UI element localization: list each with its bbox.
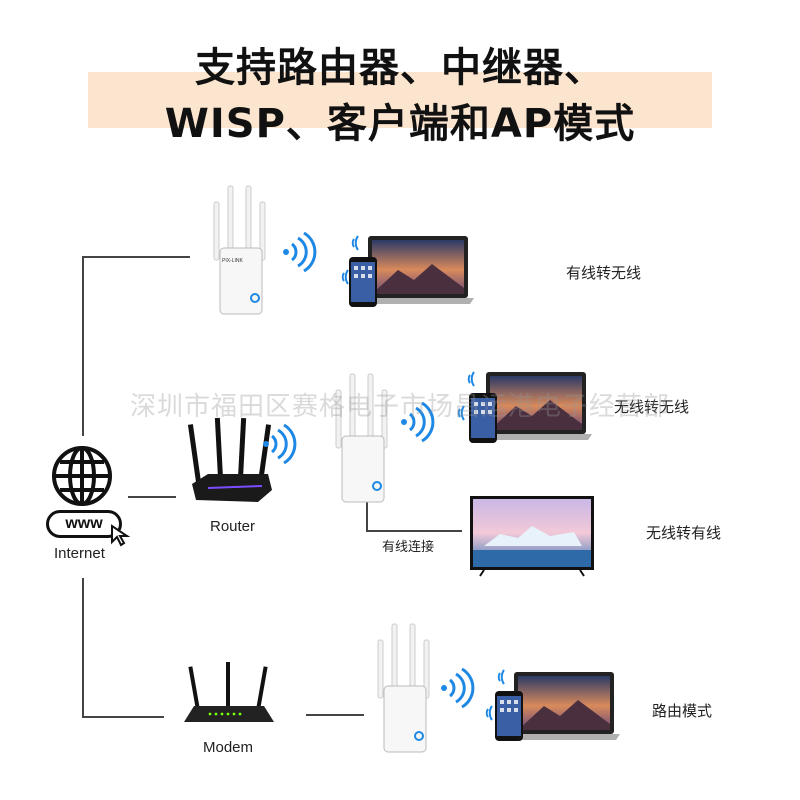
internet-label: Internet bbox=[54, 545, 105, 562]
wifi-signal-icon bbox=[485, 705, 493, 721]
page-title-line-1: 支持路由器、中继器、 bbox=[195, 45, 605, 91]
wifi-signal-icon bbox=[341, 269, 349, 285]
repeater-brand-label: PIX-LINK bbox=[222, 258, 243, 264]
www-pill: www bbox=[46, 510, 122, 538]
connector-wired-vertical bbox=[366, 500, 368, 530]
repeater-icon bbox=[377, 623, 430, 753]
connector-wired-horizontal bbox=[366, 530, 462, 532]
wifi-signal-icon bbox=[351, 235, 359, 251]
cursor-icon bbox=[111, 524, 131, 547]
wifi-signal-icon bbox=[467, 371, 475, 387]
wifi-signal-icon bbox=[497, 669, 505, 685]
laptop-icon bbox=[362, 236, 474, 304]
repeater-icon bbox=[335, 373, 388, 503]
wifi-signal-icon bbox=[441, 667, 475, 709]
tv-icon bbox=[470, 496, 594, 577]
laptop-icon bbox=[480, 372, 592, 440]
mode-label-wired-to-wireless: 有线转无线 bbox=[566, 264, 642, 282]
connector-top-horizontal bbox=[82, 256, 190, 258]
wifi-signal-icon bbox=[401, 401, 435, 443]
mode-label-wireless-to-wired: 无线转有线 bbox=[646, 524, 722, 542]
router-label: Router bbox=[210, 518, 256, 535]
connector-top-vertical bbox=[82, 256, 84, 436]
www-text: www bbox=[65, 515, 103, 532]
modem-icon bbox=[184, 662, 274, 722]
connector-bottom-vertical bbox=[82, 578, 84, 716]
page-title-line-2: WISP、客户端和AP模式 bbox=[164, 101, 636, 147]
title-highlight-band bbox=[88, 72, 712, 128]
modem-label: Modem bbox=[203, 739, 254, 756]
laptop-icon bbox=[508, 672, 620, 740]
mode-label-router-mode: 路由模式 bbox=[652, 702, 713, 720]
repeater-icon bbox=[213, 185, 266, 315]
router-icon bbox=[187, 417, 272, 502]
wired-connection-label: 有线连接 bbox=[382, 540, 435, 555]
wifi-signal-icon bbox=[457, 405, 465, 421]
watermark-text: 深圳市福田区赛格电子市场昌运港电子经营部 bbox=[129, 392, 670, 422]
connector-bottom-horizontal bbox=[82, 716, 164, 718]
globe-icon bbox=[52, 446, 112, 506]
smartphone-icon bbox=[469, 393, 497, 443]
mode-label-wireless-to-wireless: 无线转无线 bbox=[614, 398, 690, 416]
smartphone-icon bbox=[495, 691, 523, 741]
connector-modem-repeater bbox=[306, 714, 364, 716]
wifi-signal-icon bbox=[263, 423, 297, 465]
connector-internet-router bbox=[128, 496, 176, 498]
wifi-signal-icon bbox=[283, 231, 317, 273]
smartphone-icon bbox=[349, 257, 377, 307]
